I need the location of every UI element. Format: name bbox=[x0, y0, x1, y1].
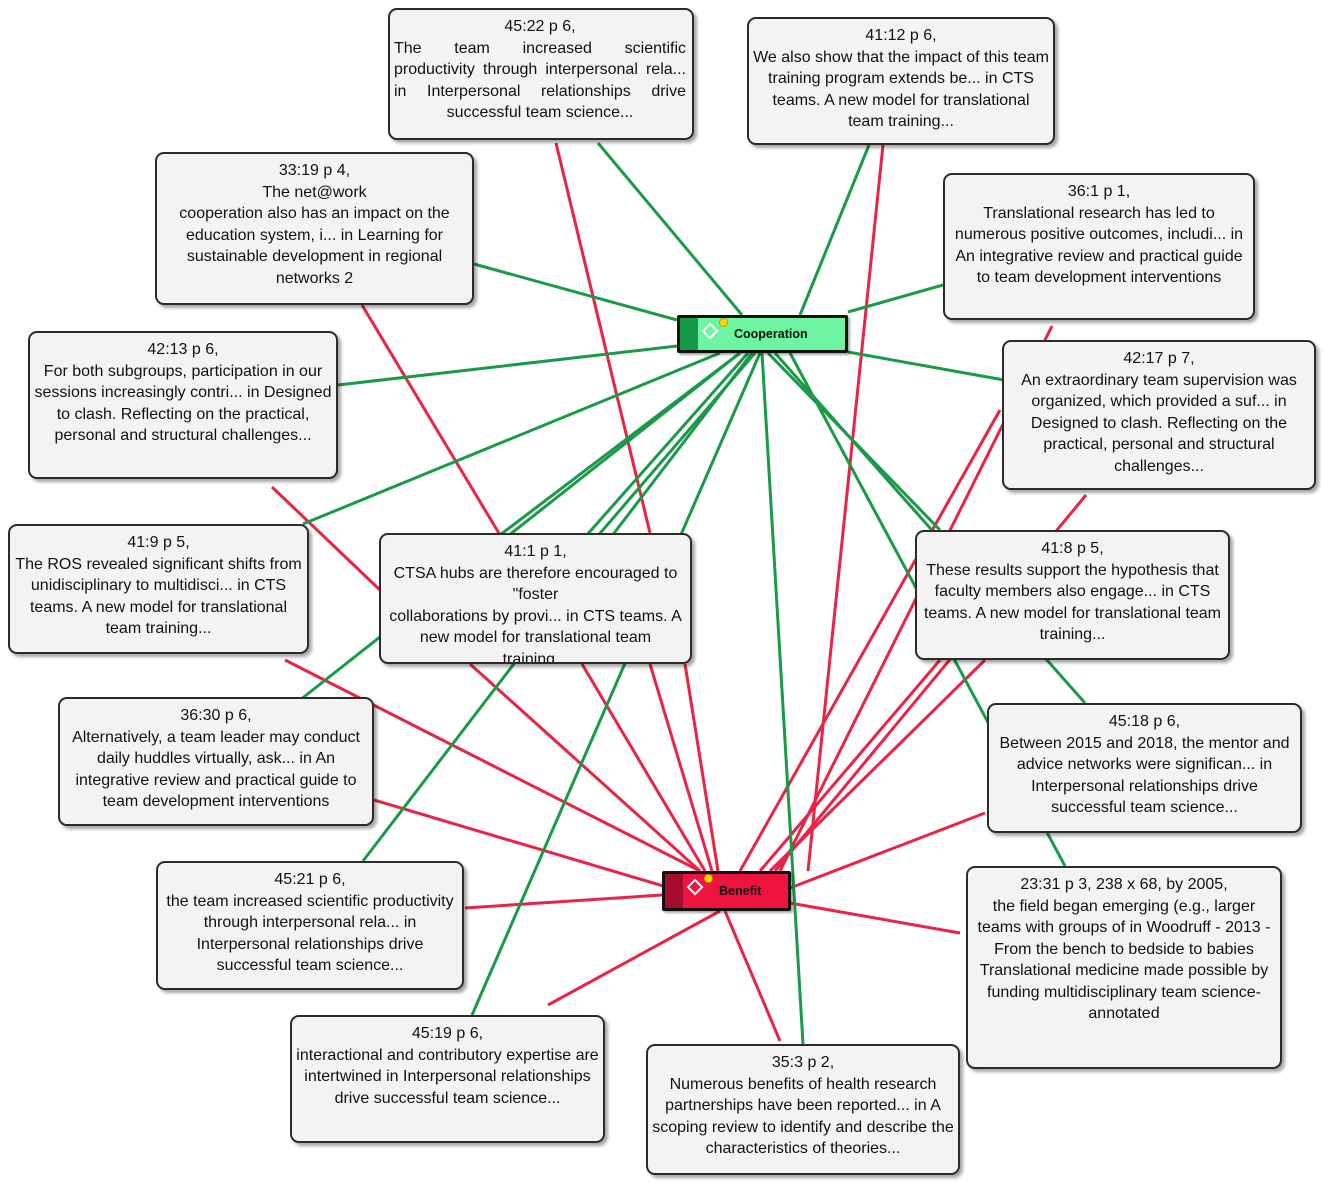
quotation-35-3[interactable]: 35:3 p 2, Numerous benefits of health re… bbox=[646, 1044, 960, 1175]
quotation-text: The ROS revealed significant shifts from… bbox=[15, 555, 302, 638]
benefit-link-line bbox=[547, 909, 721, 1007]
quotation-id: 35:3 p 2, bbox=[771, 1054, 835, 1071]
benefit-link-line bbox=[464, 893, 663, 910]
quotation-45-21[interactable]: 45:21 p 6, the team increased scientific… bbox=[156, 861, 464, 990]
quotation-text: The net@work cooperation also has an imp… bbox=[179, 183, 450, 287]
code-cooperation[interactable]: Cooperation bbox=[677, 315, 848, 353]
code-color-strip bbox=[680, 318, 698, 350]
benefit-link-line bbox=[806, 144, 885, 872]
benefit-link-line bbox=[683, 663, 720, 872]
quotation-42-13[interactable]: 42:13 p 6, For both subgroups, participa… bbox=[28, 331, 338, 479]
benefit-link-line bbox=[468, 662, 702, 873]
quotation-45-19[interactable]: 45:19 p 6, interactional and contributor… bbox=[290, 1015, 605, 1143]
quotation-41-9[interactable]: 41:9 p 5, The ROS revealed significant s… bbox=[8, 524, 309, 654]
quotation-id: 41:12 p 6, bbox=[865, 27, 937, 44]
cooperation-link-line bbox=[302, 351, 721, 526]
code-benefit[interactable]: Benefit bbox=[662, 871, 791, 911]
quotation-text: Numerous benefits of health research par… bbox=[652, 1075, 954, 1158]
cooperation-link-line bbox=[299, 351, 741, 702]
quotation-text: An extraordinary team supervision was or… bbox=[1021, 371, 1297, 475]
benefit-link-line bbox=[648, 663, 714, 872]
quotation-text: CTSA hubs are therefore encouraged to "f… bbox=[389, 564, 682, 664]
benefit-link-line bbox=[373, 798, 681, 893]
code-color-strip bbox=[665, 874, 683, 908]
benefit-link-line bbox=[360, 304, 502, 536]
quotation-id: 45:21 p 6, bbox=[274, 871, 346, 888]
cooperation-link-line bbox=[337, 344, 678, 387]
quotation-33-19[interactable]: 33:19 p 4, The net@work cooperation also… bbox=[155, 152, 474, 305]
code-label: Cooperation bbox=[734, 327, 808, 341]
quotation-41-12[interactable]: 41:12 p 6, We also show that the impact … bbox=[747, 17, 1055, 145]
cooperation-link-line bbox=[760, 352, 805, 1045]
quotation-text: the field began emerging (e.g., larger t… bbox=[977, 897, 1271, 1023]
cooperation-link-line bbox=[473, 262, 678, 322]
quotation-id: 45:18 p 6, bbox=[1108, 713, 1181, 730]
quotation-text: interactional and contributory expertise… bbox=[296, 1046, 599, 1107]
code-diamond-icon bbox=[701, 322, 719, 340]
quotation-id: 41:9 p 5, bbox=[127, 534, 190, 551]
cooperation-link-line bbox=[470, 352, 762, 1016]
quotation-36-1[interactable]: 36:1 p 1, Translational research has led… bbox=[943, 173, 1255, 320]
benefit-link-line bbox=[768, 658, 987, 873]
quotation-id: 33:19 p 4, bbox=[278, 162, 351, 179]
quotation-text: These results support the hypothesis tha… bbox=[923, 561, 1222, 644]
quotation-45-18[interactable]: 45:18 p 6, Between 2015 and 2018, the me… bbox=[987, 703, 1302, 833]
cooperation-link-line bbox=[798, 144, 871, 316]
code-label: Benefit bbox=[719, 884, 762, 898]
code-diamond-icon bbox=[686, 878, 704, 896]
quotation-41-1[interactable]: 41:1 p 1, CTSA hubs are therefore encour… bbox=[379, 533, 692, 664]
quotation-id: 45:22 p 6, bbox=[504, 18, 576, 35]
quotation-23-31[interactable]: 23:31 p 3, 238 x 68, by 2005, the field … bbox=[966, 866, 1282, 1069]
benefit-link-line bbox=[738, 409, 1002, 872]
comment-dot-icon bbox=[704, 874, 713, 883]
comment-dot-icon bbox=[719, 318, 728, 327]
quotation-text: the team increased scientific productivi… bbox=[166, 892, 454, 975]
cooperation-link-line bbox=[847, 283, 944, 314]
quotation-text: Between 2015 and 2018, the mentor and ad… bbox=[999, 734, 1290, 817]
benefit-link-line bbox=[580, 663, 707, 872]
quotation-id: 41:8 p 5, bbox=[1041, 540, 1104, 557]
benefit-link-line bbox=[554, 142, 652, 534]
quotation-text: The team increased scientific productivi… bbox=[394, 39, 686, 122]
cooperation-link-line bbox=[847, 350, 1005, 382]
quotation-45-22[interactable]: 45:22 p 6, The team increased scientific… bbox=[388, 8, 694, 140]
quotation-41-8[interactable]: 41:8 p 5, These results support the hypo… bbox=[915, 530, 1230, 660]
benefit-link-line bbox=[284, 658, 701, 873]
benefit-link-line bbox=[270, 485, 382, 592]
quotation-text: Alternatively, a team leader may conduct… bbox=[72, 728, 360, 811]
quotation-id: 36:30 p 6, bbox=[180, 707, 252, 724]
quotation-id: 41:1 p 1, bbox=[504, 543, 567, 560]
quotation-id: 42:13 p 6, bbox=[147, 341, 219, 358]
benefit-link-line bbox=[789, 811, 986, 890]
cooperation-link-line bbox=[576, 352, 750, 546]
quotation-id: 45:19 p 6, bbox=[411, 1025, 484, 1042]
quotation-text: For both subgroups, participation in our… bbox=[34, 362, 332, 445]
quotation-id: 36:1 p 1, bbox=[1067, 183, 1131, 200]
quotation-id: 42:17 p 7, bbox=[1123, 350, 1195, 367]
quotation-36-30[interactable]: 36:30 p 6, Alternatively, a team leader … bbox=[58, 697, 374, 826]
quotation-text: Translational research has led to numero… bbox=[954, 204, 1244, 287]
quotation-text: We also show that the impact of this tea… bbox=[753, 48, 1049, 131]
cooperation-link-line bbox=[596, 142, 744, 316]
quotation-id: 23:31 p 3, 238 x 68, by 2005, bbox=[1020, 876, 1228, 893]
quotation-42-17[interactable]: 42:17 p 7, An extraordinary team supervi… bbox=[1002, 340, 1316, 490]
benefit-link-line bbox=[789, 901, 961, 935]
benefit-link-line bbox=[723, 910, 782, 1042]
